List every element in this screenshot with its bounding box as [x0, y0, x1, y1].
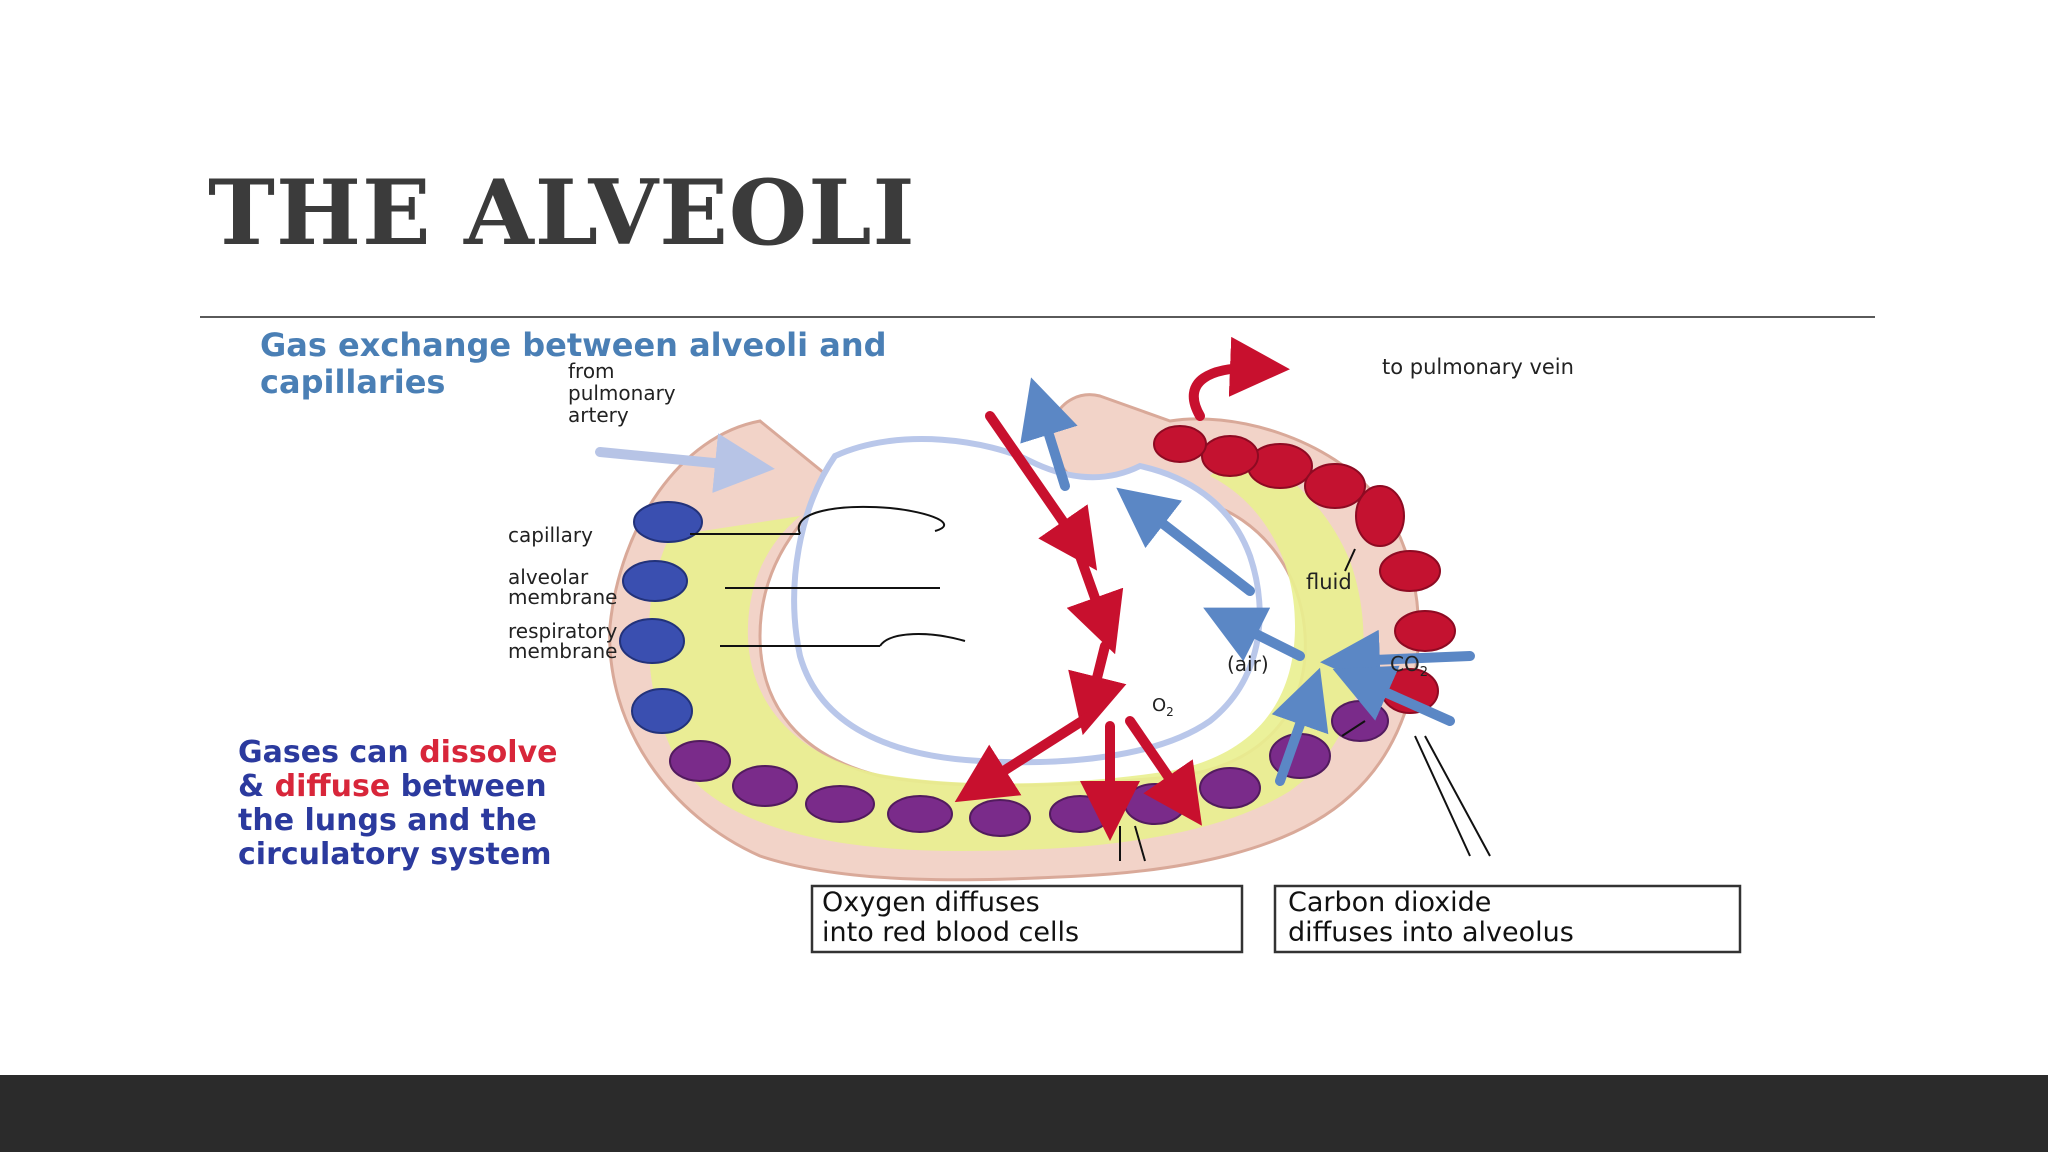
- air-label: (air): [1227, 652, 1269, 676]
- capillary-plasma: [648, 451, 1364, 851]
- slide-title: THE ALVEOLI: [208, 160, 916, 266]
- red-blood-cells-mixed: [669, 700, 1389, 837]
- oxygen-caption-box: [810, 884, 1244, 954]
- from-pulmonary-artery-line3: artery: [568, 403, 629, 427]
- co2-caption-line2: diffuses into alveolus: [1288, 917, 1574, 948]
- co2-label: CO2: [1390, 652, 1428, 680]
- respiratory-membrane-label-line1: respiratory: [508, 619, 618, 643]
- footer-bar: [0, 1075, 2048, 1152]
- leader-lines: [690, 505, 1491, 862]
- alveolus-diagram: Gas exchange between alveoli and capilla…: [200, 326, 1780, 966]
- red-blood-cells-deoxygenated: [619, 501, 703, 734]
- oxygen-arrows: [954, 336, 1290, 841]
- diagram-heading-line1: Gas exchange between alveoli and: [260, 326, 887, 364]
- from-pulmonary-artery-line1: from: [568, 359, 615, 383]
- note-line2: & diffuse between: [238, 769, 547, 804]
- co2-caption-box: [1273, 884, 1742, 954]
- alveolar-air-space: [791, 436, 1263, 766]
- note-line3: the lungs and the: [238, 803, 537, 838]
- diagram-heading-line2: capillaries: [260, 363, 445, 401]
- red-blood-cells-oxygenated: [1153, 425, 1456, 714]
- title-divider: [200, 316, 1875, 318]
- co2-caption-line1: Carbon dioxide: [1288, 887, 1491, 918]
- from-pulmonary-artery-line2: pulmonary: [568, 381, 676, 405]
- oxygen-caption-line2: into red blood cells: [822, 917, 1079, 948]
- o2-label: O2: [1152, 695, 1174, 719]
- alveolus-illustration: Gas exchange between alveoli and capilla…: [238, 326, 1742, 954]
- respiratory-membrane-label-line2: membrane: [508, 639, 617, 663]
- fluid-label: fluid: [1306, 570, 1352, 594]
- alveolar-membrane-label-line2: membrane: [508, 585, 617, 609]
- note-line4: circulatory system: [238, 837, 552, 872]
- capillary-label: capillary: [508, 523, 593, 547]
- carbon-dioxide-arrows: [1020, 377, 1475, 786]
- alveolar-membrane-label-line1: alveolar: [508, 565, 589, 589]
- incoming-blood-arrow: [595, 433, 775, 493]
- to-pulmonary-vein-label: to pulmonary vein: [1382, 355, 1574, 379]
- note-line1: Gases can dissolve: [238, 735, 557, 770]
- oxygen-caption-line1: Oxygen diffuses: [822, 887, 1040, 918]
